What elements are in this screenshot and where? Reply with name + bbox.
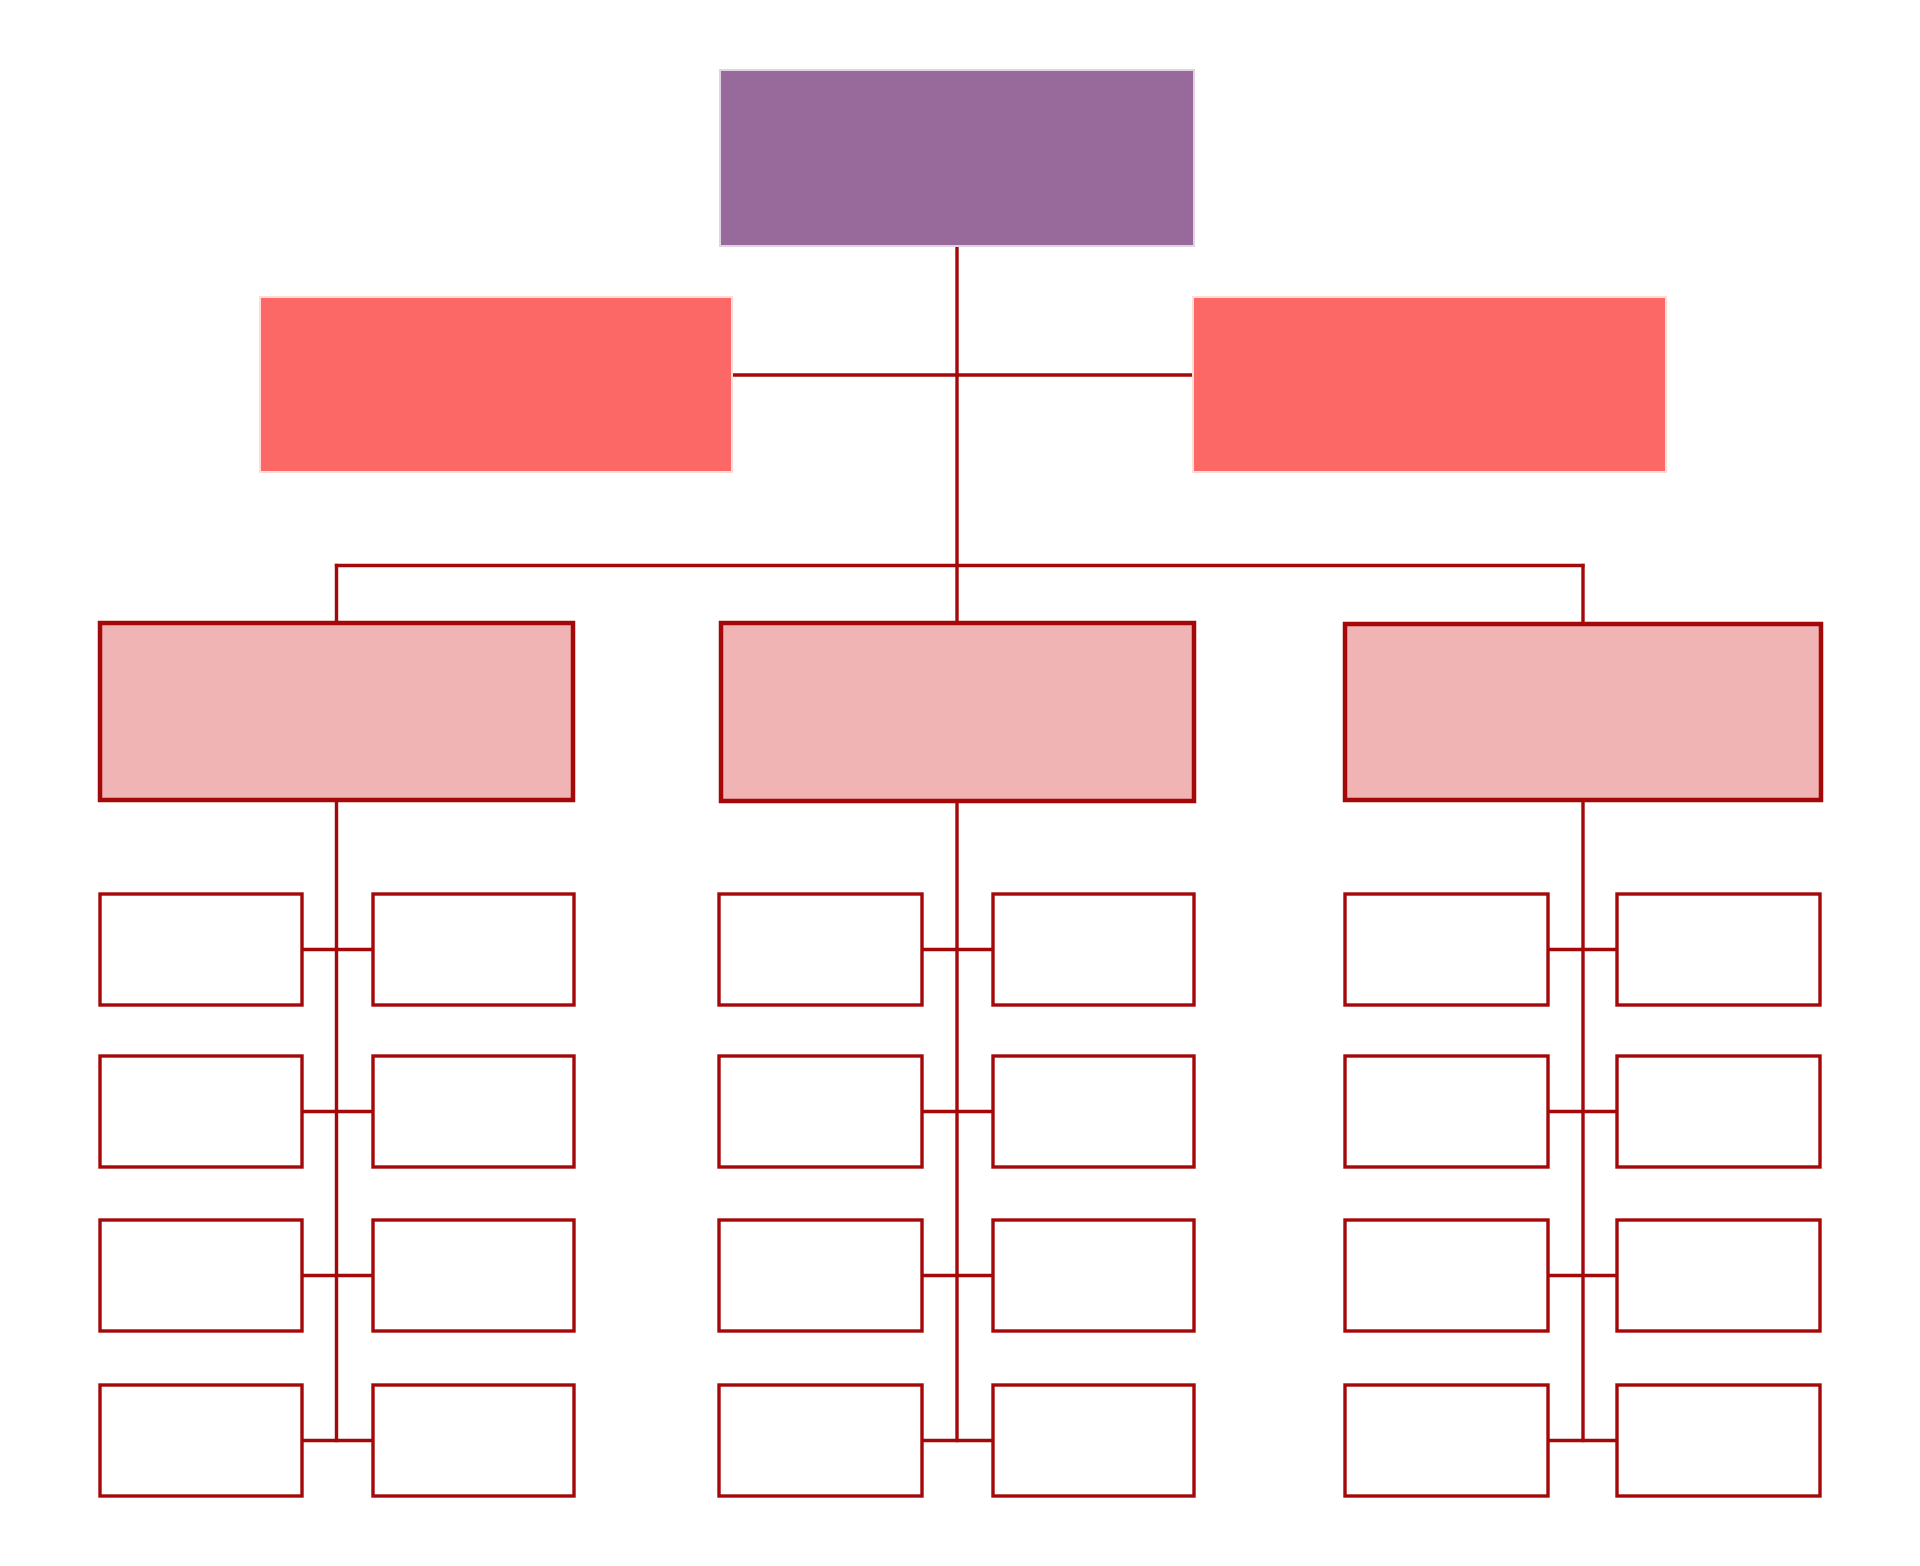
leaf-node-c2-r2-left — [717, 1054, 924, 1169]
leaf-node-c2-r4-left — [717, 1383, 924, 1498]
leaf-node-c3-r1-left — [1343, 892, 1550, 1007]
leaf-node-c1-r2-left — [98, 1054, 304, 1169]
leaf-node-c1-r2-right — [371, 1054, 576, 1169]
leaf-node-c2-r3-right — [991, 1218, 1196, 1333]
assistant-node-left — [259, 296, 733, 473]
leaf-node-c1-r3-left — [98, 1218, 304, 1333]
leaf-node-c2-r1-right — [991, 892, 1196, 1007]
leaf-node-c3-r2-left — [1343, 1054, 1550, 1169]
leaf-node-c1-r4-right — [371, 1383, 576, 1498]
leaf-node-c2-r2-right — [991, 1054, 1196, 1169]
assistant-node-right — [1192, 296, 1667, 473]
leaf-node-c2-r3-left — [717, 1218, 924, 1333]
branch-node-3 — [1342, 621, 1824, 803]
leaf-node-c2-r4-right — [991, 1383, 1196, 1498]
leaf-node-c3-r2-right — [1615, 1054, 1822, 1169]
leaf-node-c1-r1-right — [371, 892, 576, 1007]
leaf-node-c1-r1-left — [98, 892, 304, 1007]
leaf-node-c3-r1-right — [1615, 892, 1822, 1007]
leaf-node-c1-r4-left — [98, 1383, 304, 1498]
branch-node-2 — [718, 620, 1197, 804]
leaf-node-c1-r3-right — [371, 1218, 576, 1333]
leaf-node-c3-r3-left — [1343, 1218, 1550, 1333]
root-node — [719, 69, 1195, 247]
leaf-node-c3-r4-left — [1343, 1383, 1550, 1498]
leaf-node-c3-r4-right — [1615, 1383, 1822, 1498]
leaf-node-c2-r1-left — [717, 892, 924, 1007]
branch-node-1 — [97, 620, 576, 803]
leaf-node-c3-r3-right — [1615, 1218, 1822, 1333]
